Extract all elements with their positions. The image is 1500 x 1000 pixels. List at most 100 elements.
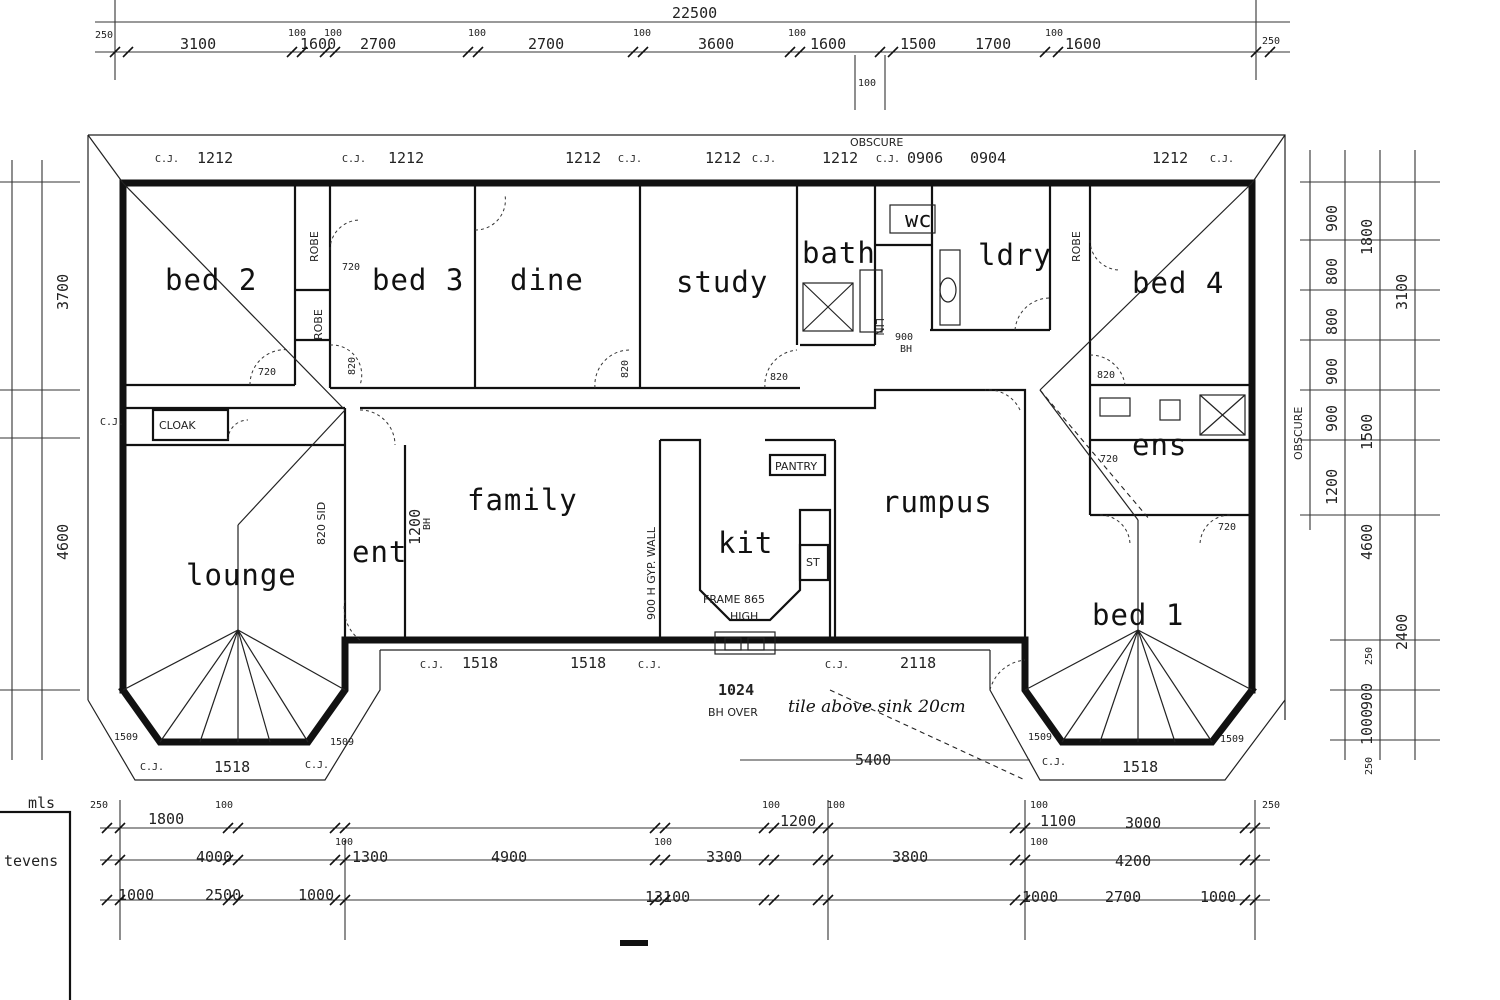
bottom-dimensions: 250 1800 100 100 1200 100 100 1100 3000 … <box>90 800 1280 940</box>
title-block-fragment: mls tevens <box>0 794 72 1000</box>
svg-text:1100: 1100 <box>1040 812 1076 830</box>
svg-text:2118: 2118 <box>900 654 936 672</box>
svg-text:4200: 4200 <box>1115 852 1151 870</box>
dimension-tick <box>1239 854 1251 866</box>
dimension-tick <box>101 894 113 906</box>
dimension-tick <box>649 822 661 834</box>
dimension-tick <box>462 46 474 58</box>
dimension-tick <box>109 46 121 58</box>
svg-text:720: 720 <box>258 367 276 378</box>
svg-text:1000: 1000 <box>1022 888 1058 906</box>
svg-text:C.J.: C.J. <box>825 660 849 671</box>
svg-text:1300: 1300 <box>352 848 388 866</box>
dimension-tick <box>101 822 113 834</box>
svg-text:4600: 4600 <box>1358 524 1376 560</box>
svg-text:2700: 2700 <box>1105 888 1141 906</box>
dimension-tick <box>222 822 234 834</box>
room-bed4: bed 4 <box>1132 266 1224 300</box>
svg-text:BH: BH <box>900 344 912 355</box>
room-ens: ens <box>1132 428 1187 462</box>
svg-text:C.J.: C.J. <box>1210 154 1234 165</box>
svg-text:3000: 3000 <box>1125 814 1161 832</box>
dimension-tick <box>874 46 886 58</box>
svg-text:900: 900 <box>1323 358 1341 385</box>
svg-text:100: 100 <box>1045 28 1063 39</box>
svg-text:250: 250 <box>1364 647 1375 665</box>
svg-text:250: 250 <box>90 800 108 811</box>
dimension-tick <box>114 822 126 834</box>
svg-text:C.J.: C.J. <box>155 154 179 165</box>
room-study: study <box>676 265 768 299</box>
dimension-tick <box>1009 894 1021 906</box>
room-lounge: lounge <box>186 558 297 592</box>
svg-text:C.J.: C.J. <box>342 154 366 165</box>
dimension-tick <box>339 854 351 866</box>
dimension-tick <box>232 894 244 906</box>
svg-text:0906: 0906 <box>907 149 943 167</box>
svg-text:0904: 0904 <box>970 149 1006 167</box>
svg-text:1518: 1518 <box>462 654 498 672</box>
dimension-tick <box>1239 822 1251 834</box>
svg-text:900: 900 <box>1323 205 1341 232</box>
svg-text:100: 100 <box>788 28 806 39</box>
dimension-tick <box>222 894 234 906</box>
svg-text:C.J.: C.J. <box>305 760 329 771</box>
svg-text:4000: 4000 <box>196 848 232 866</box>
svg-text:800: 800 <box>1323 258 1341 285</box>
dimension-tick <box>222 854 234 866</box>
dimension-tick <box>794 46 806 58</box>
svg-text:1024: 1024 <box>718 681 754 699</box>
svg-text:100: 100 <box>827 800 845 811</box>
annotations: OBSCURE ROBE ROBE ROBE CLOAK PANTRY ST L… <box>100 136 1236 773</box>
dimension-tick <box>1019 894 1031 906</box>
room-bath: bath <box>802 236 876 270</box>
svg-text:C.J.: C.J. <box>140 762 164 773</box>
dimension-tick <box>1009 822 1021 834</box>
svg-text:1212: 1212 <box>197 149 233 167</box>
svg-text:1700: 1700 <box>975 35 1011 53</box>
dimension-tick <box>768 894 780 906</box>
svg-text:1200: 1200 <box>1323 469 1341 505</box>
svg-text:1212: 1212 <box>565 149 601 167</box>
dimension-tick <box>319 46 331 58</box>
svg-text:1000: 1000 <box>118 886 154 904</box>
svg-text:5400: 5400 <box>855 751 891 769</box>
svg-text:3300: 3300 <box>706 848 742 866</box>
window-dimensions: 1212 1212 1212 1212 1212 0906 0904 1212 … <box>114 149 1244 776</box>
dimension-tick <box>1264 46 1276 58</box>
dimension-tick <box>822 894 834 906</box>
room-dine: dine <box>510 263 584 297</box>
svg-text:OBSCURE: OBSCURE <box>1292 407 1305 460</box>
room-rumpus: rumpus <box>882 485 993 519</box>
dimension-tick <box>812 854 824 866</box>
dimension-tick <box>296 46 308 58</box>
dimension-tick <box>822 854 834 866</box>
left-dimensions: 3700 4600 <box>0 160 80 760</box>
dimension-tick <box>114 894 126 906</box>
svg-text:800: 800 <box>1323 308 1341 335</box>
bottom-mark <box>620 940 648 946</box>
svg-text:3100: 3100 <box>1393 274 1411 310</box>
room-kit: kit <box>718 526 773 560</box>
svg-text:1509: 1509 <box>1028 732 1052 743</box>
svg-text:C.J.: C.J. <box>752 154 776 165</box>
svg-text:100: 100 <box>1030 800 1048 811</box>
dimension-tick <box>286 46 298 58</box>
svg-text:1212: 1212 <box>705 149 741 167</box>
svg-text:1509: 1509 <box>1220 734 1244 745</box>
svg-text:3800: 3800 <box>892 848 928 866</box>
svg-text:C.J.: C.J. <box>638 660 662 671</box>
svg-text:FRAME 865: FRAME 865 <box>703 593 765 606</box>
dimension-tick <box>1249 894 1261 906</box>
dimension-tick <box>659 854 671 866</box>
svg-text:900: 900 <box>1358 683 1376 710</box>
dimension-tick <box>1249 854 1261 866</box>
room-family: family <box>467 483 578 517</box>
svg-text:C.J.: C.J. <box>420 660 444 671</box>
svg-text:LIN: LIN <box>873 318 886 336</box>
svg-text:tevens: tevens <box>4 852 58 870</box>
svg-text:100: 100 <box>633 28 651 39</box>
svg-text:4600: 4600 <box>54 524 72 560</box>
dimension-tick <box>122 46 134 58</box>
dimension-tick <box>637 46 649 58</box>
